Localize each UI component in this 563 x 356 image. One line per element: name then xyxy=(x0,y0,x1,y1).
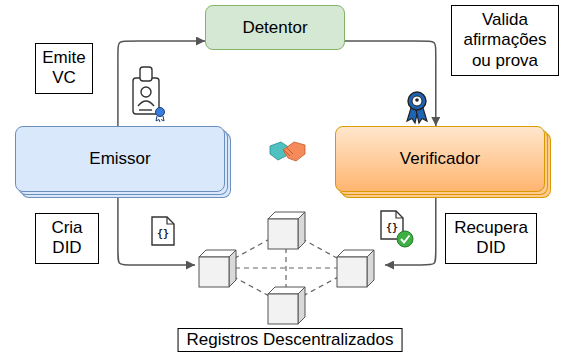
ledger-cube xyxy=(268,212,305,249)
badge-shoulders xyxy=(138,101,154,106)
badge-seal-ribbon xyxy=(156,116,164,122)
handshake-icon xyxy=(270,142,305,161)
issuer-box: Emissor xyxy=(15,126,225,192)
doc-fold xyxy=(167,217,174,224)
holder-box: Detentor xyxy=(205,5,345,50)
doc-fold xyxy=(396,211,403,218)
code-symbol: {} xyxy=(386,223,398,233)
hand-fingers xyxy=(284,148,293,156)
badge-card xyxy=(133,78,159,114)
doc-page xyxy=(152,217,174,245)
verifier-box: Verificador xyxy=(335,126,545,192)
check-mark xyxy=(401,236,410,243)
ribbon-figure xyxy=(415,98,419,102)
ledger-cube xyxy=(268,287,305,324)
document-icon xyxy=(152,217,174,245)
verified-document-icon xyxy=(381,211,413,247)
ribbon-medal xyxy=(408,92,426,110)
flow-arrow xyxy=(385,192,436,265)
edge-label: Emite VC xyxy=(35,43,93,94)
node-label: Verificador xyxy=(400,149,480,169)
badge-seal xyxy=(156,108,165,117)
hand-right xyxy=(283,142,305,161)
flow-arrow xyxy=(345,41,436,126)
registry-cluster: Registros Descentralizados xyxy=(195,207,385,323)
node-label: Registros Descentralizados xyxy=(178,328,403,352)
check-badge xyxy=(397,231,413,247)
ledger-cube xyxy=(337,250,374,287)
badge-line xyxy=(139,109,152,110)
node-label: Emissor xyxy=(89,149,150,169)
badge-clip xyxy=(140,67,152,81)
edge-label: Recupera DID xyxy=(445,213,537,264)
edge-label: Cria DID xyxy=(35,213,99,264)
code-symbol: {} xyxy=(157,229,169,239)
ledger-cube xyxy=(199,250,236,287)
ribbon-medal-core xyxy=(412,96,422,106)
flow-arrow xyxy=(118,41,205,126)
award-ribbon-icon xyxy=(407,92,427,123)
flow-arrow xyxy=(118,192,195,265)
id-badge-icon xyxy=(133,67,165,122)
node-label: Detentor xyxy=(242,18,307,38)
badge-head xyxy=(141,87,151,97)
edge-label: Valida afirmações ou prova xyxy=(451,5,559,76)
